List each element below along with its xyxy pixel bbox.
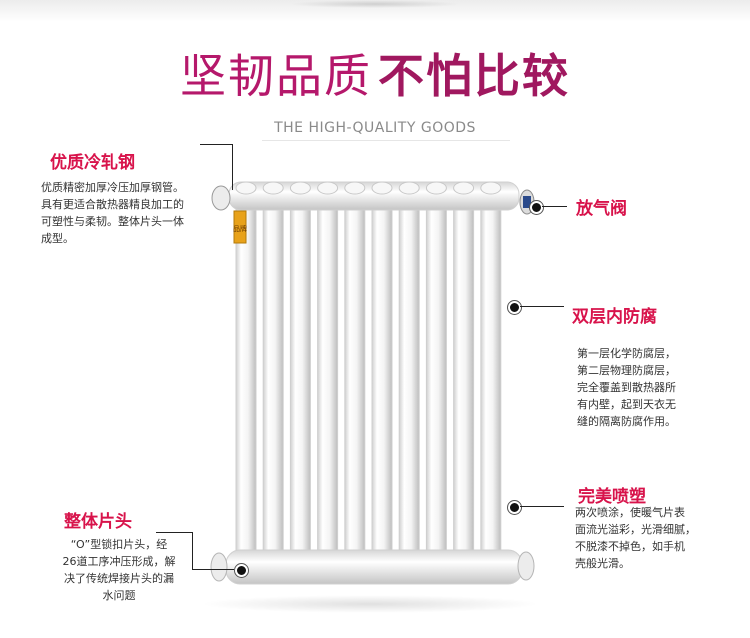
feature-steel-line: 可塑性与柔韧。整体片头一体	[41, 215, 184, 228]
left-top-plug	[211, 185, 231, 211]
radiator-column	[398, 191, 420, 581]
feature-anticorrosion-line: 有内壁，起到天衣无	[577, 398, 676, 411]
headline: 坚韧品质不怕比较	[0, 44, 750, 108]
radiator-column	[317, 191, 339, 581]
radiator-column-cap	[371, 181, 393, 195]
feature-spray-callout	[520, 506, 564, 507]
feature-header-callout-h2	[192, 569, 234, 570]
floor-shadow	[200, 595, 540, 613]
feature-header-desc: “O”型锁扣片头，经 26道工序冲压形成，解 决了传统焊接片头的漏 水问题	[44, 536, 194, 604]
feature-spray-title: 完美喷塑	[578, 487, 646, 507]
feature-header-dot	[235, 564, 248, 577]
feature-header-callout-v	[192, 532, 193, 569]
radiator-column-cap	[425, 181, 447, 195]
feature-valve-title: 放气阀	[576, 199, 627, 219]
radiator-column-cap	[317, 181, 339, 195]
feature-steel-desc: 优质精密加厚冷压加厚钢管。 具有更适合散热器精良加工的 可塑性与柔韧。整体片头一…	[41, 179, 211, 247]
radiator-column	[235, 191, 257, 581]
feature-header-line: 26道工序冲压形成，解	[62, 555, 176, 568]
radiator-column	[480, 191, 502, 581]
feature-steel-callout-h	[200, 144, 232, 145]
air-valve-knob	[523, 196, 531, 208]
feature-spray-line: 两次喷涂，使暖气片表	[575, 506, 685, 519]
feature-header-callout-h	[156, 532, 192, 533]
feature-header-line: “O”型锁扣片头，经	[70, 538, 168, 551]
feature-header-line: 水问题	[102, 589, 136, 602]
headline-light: 坚韧品质	[180, 49, 372, 103]
radiator-column	[371, 191, 393, 581]
radiator-column-cap	[344, 181, 366, 195]
radiator-bottom-header	[225, 549, 523, 585]
feature-steel-callout-v	[232, 144, 233, 190]
radiator-column-cap	[453, 181, 475, 195]
left-bottom-plug	[210, 552, 228, 582]
radiator-column-cap	[398, 181, 420, 195]
radiator-column	[344, 191, 366, 581]
feature-anticorrosion-dot	[508, 301, 521, 314]
feature-spray-dot	[508, 501, 521, 514]
brand-label-text: 品牌	[233, 224, 247, 233]
radiator-column-cap	[289, 181, 311, 195]
feature-anticorrosion-line: 缝的隔离防腐作用。	[577, 415, 676, 428]
feature-anticorrosion-line: 第二层物理防腐层，	[577, 364, 676, 377]
feature-header-line: 决了传统焊接片头的漏	[64, 572, 174, 585]
feature-anticorrosion-desc: 第一层化学防腐层， 第二层物理防腐层， 完全覆盖到散热器所 有内壁，起到天衣无 …	[577, 345, 717, 430]
feature-anticorrosion-line: 完全覆盖到散热器所	[577, 381, 676, 394]
subheading: THE HIGH-QUALITY GOODS	[274, 120, 476, 136]
radiator-column-cap	[262, 181, 284, 195]
radiator-column	[425, 191, 447, 581]
radiator-column	[453, 191, 475, 581]
feature-anticorrosion-title: 双层内防腐	[572, 307, 657, 327]
radiator-column-cap	[235, 181, 257, 195]
feature-spray-desc: 两次喷涂，使暖气片表 面流光溢彩，光滑细腻， 不脱漆不掉色，如手机 壳般光滑。	[575, 504, 735, 572]
right-bottom-plug	[517, 551, 535, 581]
feature-spray-line: 壳般光滑。	[575, 557, 630, 570]
feature-steel-line: 优质精密加厚冷压加厚钢管。	[41, 181, 184, 194]
feature-valve-callout	[542, 206, 567, 207]
feature-anticorrosion-line: 第一层化学防腐层，	[577, 347, 676, 360]
radiator-tubes	[235, 191, 502, 581]
subheading-divider	[262, 140, 510, 141]
radiator-column	[289, 191, 311, 581]
feature-valve-dot	[530, 201, 543, 214]
feature-header-title: 整体片头	[64, 512, 132, 532]
feature-steel-title: 优质冷轧钢	[50, 153, 135, 173]
radiator-column	[262, 191, 284, 581]
top-shadow-band	[0, 0, 750, 22]
brand-label	[233, 210, 247, 244]
feature-steel-line: 成型。	[41, 232, 74, 245]
feature-spray-line: 面流光溢彩，光滑细腻，	[575, 523, 696, 536]
feature-anticorrosion-callout	[520, 306, 564, 307]
radiator-column-cap	[480, 181, 502, 195]
feature-spray-line: 不脱漆不掉色，如手机	[575, 540, 685, 553]
feature-steel-line: 具有更适合散热器精良加工的	[41, 198, 184, 211]
headline-bold: 不怕比较	[378, 49, 570, 103]
